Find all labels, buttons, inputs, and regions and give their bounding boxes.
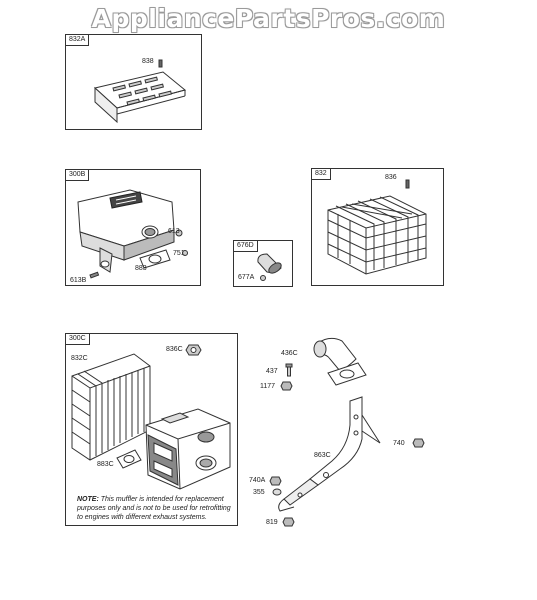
panel-832a: 832A xyxy=(65,34,202,130)
panel-300b: 300B xyxy=(65,169,201,286)
panel-tag-832: 832 xyxy=(312,169,331,180)
replacement-note: NOTE: This muffler is intended for repla… xyxy=(77,495,237,522)
spark-arrester-676d-drawing xyxy=(255,250,289,282)
heat-shield-832a-drawing xyxy=(85,60,195,125)
label-613: 613 xyxy=(168,228,180,235)
label-838: 838 xyxy=(142,58,154,65)
panel-832: 832 xyxy=(311,168,444,286)
nut-836c-drawing xyxy=(186,343,202,357)
label-740: 740 xyxy=(393,440,405,447)
label-883c: 883C xyxy=(97,461,114,468)
elbow-436c-drawing xyxy=(300,333,370,388)
muffler-300b-drawing xyxy=(70,180,200,285)
label-751: 751 xyxy=(173,250,185,257)
panel-tag-832a: 832A xyxy=(66,35,90,46)
gasket-883c-drawing xyxy=(115,448,143,470)
muffler-300c-drawing xyxy=(140,405,240,500)
note-text: This muffler is intended for replacement… xyxy=(77,496,231,521)
bracket-863c-drawing xyxy=(270,395,390,515)
nut-740a-drawing xyxy=(270,476,282,486)
nut-819-drawing xyxy=(283,517,295,527)
label-836: 836 xyxy=(385,174,397,181)
label-883: 883 xyxy=(135,265,147,272)
watermark: AppliancePartsPros.com xyxy=(91,4,446,33)
nut-740-drawing xyxy=(413,438,425,448)
panel-tag-300b: 300B xyxy=(66,170,90,181)
label-437: 437 xyxy=(266,368,278,375)
label-1177: 1177 xyxy=(260,383,276,390)
guard-832c-drawing xyxy=(68,340,163,465)
note-prefix: NOTE: xyxy=(77,496,99,503)
guard-832-drawing xyxy=(322,180,440,280)
label-863c: 863C xyxy=(314,452,331,459)
label-355: 355 xyxy=(253,489,265,496)
label-836c: 836C xyxy=(166,346,183,353)
bolt-437-drawing xyxy=(284,364,294,378)
label-740a: 740A xyxy=(249,477,266,484)
washer-355-drawing xyxy=(272,488,282,496)
label-832c: 832C xyxy=(71,355,88,362)
label-677a: 677A xyxy=(238,274,255,281)
label-613b: 613B xyxy=(70,277,87,284)
label-819: 819 xyxy=(266,519,278,526)
nut-1177-drawing xyxy=(281,381,293,391)
panel-tag-676d: 676D xyxy=(234,241,258,252)
panel-tag-300c: 300C xyxy=(66,334,90,345)
label-436c: 436C xyxy=(281,350,298,357)
